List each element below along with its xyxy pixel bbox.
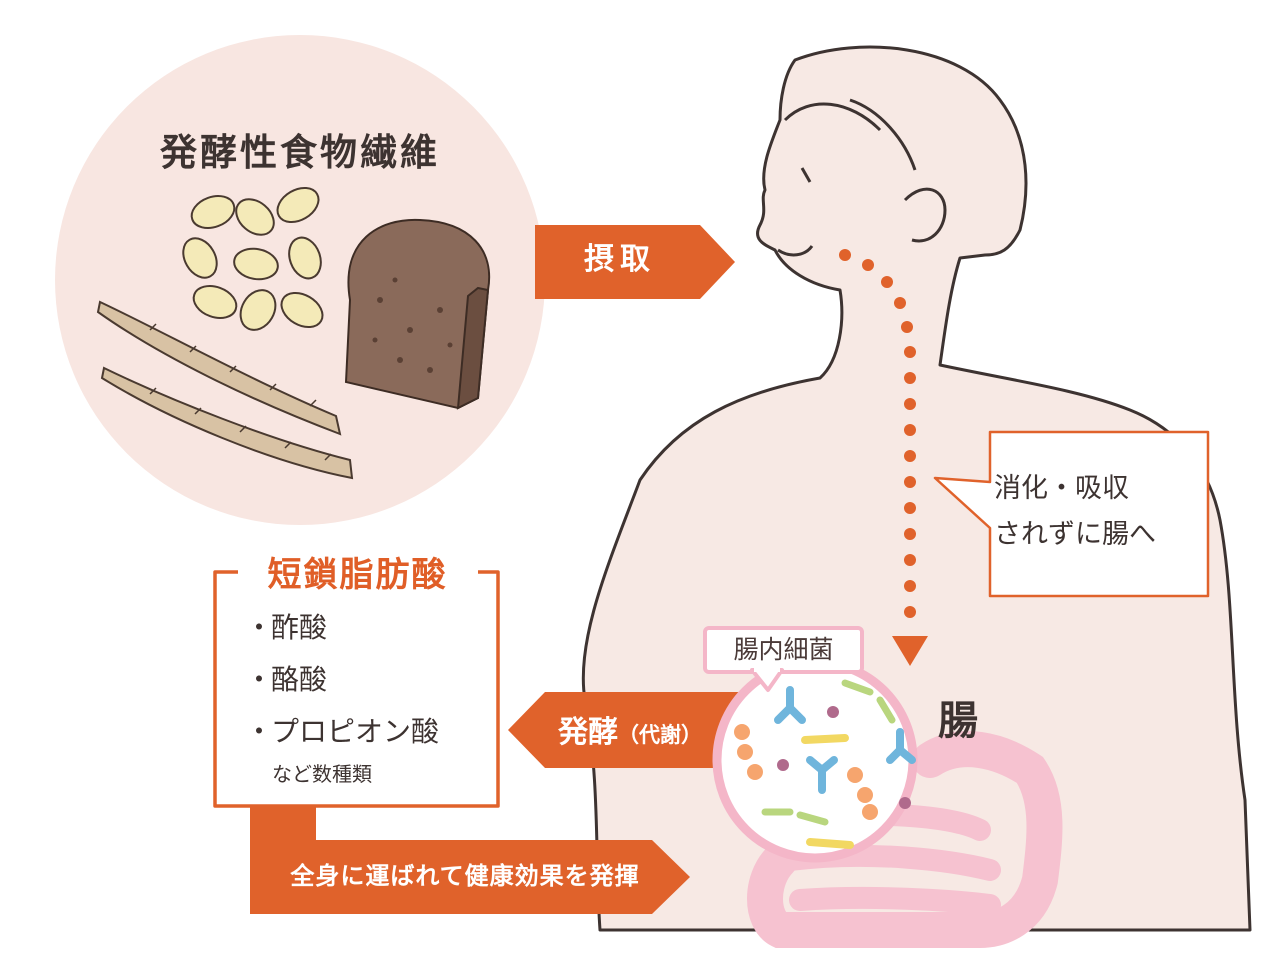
bacteria-illustration — [734, 679, 916, 849]
scfa-item-label: 酪酸 — [271, 663, 328, 696]
scfa-item: ・プロピオン酸 — [245, 706, 439, 758]
intestine-label: 腸 — [938, 698, 978, 744]
bacteria-tag-label: 腸内細菌 — [733, 635, 834, 664]
scfa-item-label: プロピオン酸 — [271, 715, 440, 748]
intake-arrow-label: 摂取 — [584, 242, 656, 277]
effect-arrow — [250, 806, 690, 914]
digestion-path-dots — [839, 249, 916, 618]
callout-text: 消化・吸収 されずに腸へ — [994, 466, 1204, 558]
ferment-label-main: 発酵 — [558, 715, 618, 750]
callout-line-1: 消化・吸収 — [994, 473, 1129, 504]
beans-illustration — [182, 186, 324, 331]
callout-line-2: されずに腸へ — [994, 519, 1156, 550]
scfa-bullet: ・ — [245, 715, 274, 748]
intake-arrow — [535, 225, 735, 299]
scfa-item: ・酪酸 — [245, 654, 439, 706]
ferment-label-sub: （代謝） — [618, 723, 702, 747]
scfa-bullet: ・ — [245, 611, 274, 644]
burdock-root-illustration — [96, 300, 354, 480]
ferment-arrow — [508, 692, 745, 768]
fiber-title: 発酵性食物繊維 — [160, 131, 440, 174]
scfa-item: ・酢酸 — [245, 602, 439, 654]
ferment-arrow-label: 発酵（代謝） — [530, 707, 730, 751]
scfa-list: ・酢酸 ・酪酸 ・プロピオン酸 — [245, 602, 439, 758]
effect-arrow-label: 全身に運ばれて健康効果を発揮 — [290, 862, 640, 890]
callout-bubble — [933, 430, 1210, 598]
scfa-box — [213, 570, 500, 808]
whole-grain-bread-illustration — [344, 218, 491, 410]
scfa-item-label: 酢酸 — [271, 611, 328, 644]
scfa-title: 短鎖脂肪酸 — [267, 555, 448, 595]
bacteria-tag-box — [703, 626, 864, 692]
scfa-bullet: ・ — [245, 663, 274, 696]
burdock-root-texture — [149, 323, 332, 461]
digestion-arrowhead — [892, 636, 928, 666]
scfa-more-note: など数種類 — [272, 762, 372, 786]
